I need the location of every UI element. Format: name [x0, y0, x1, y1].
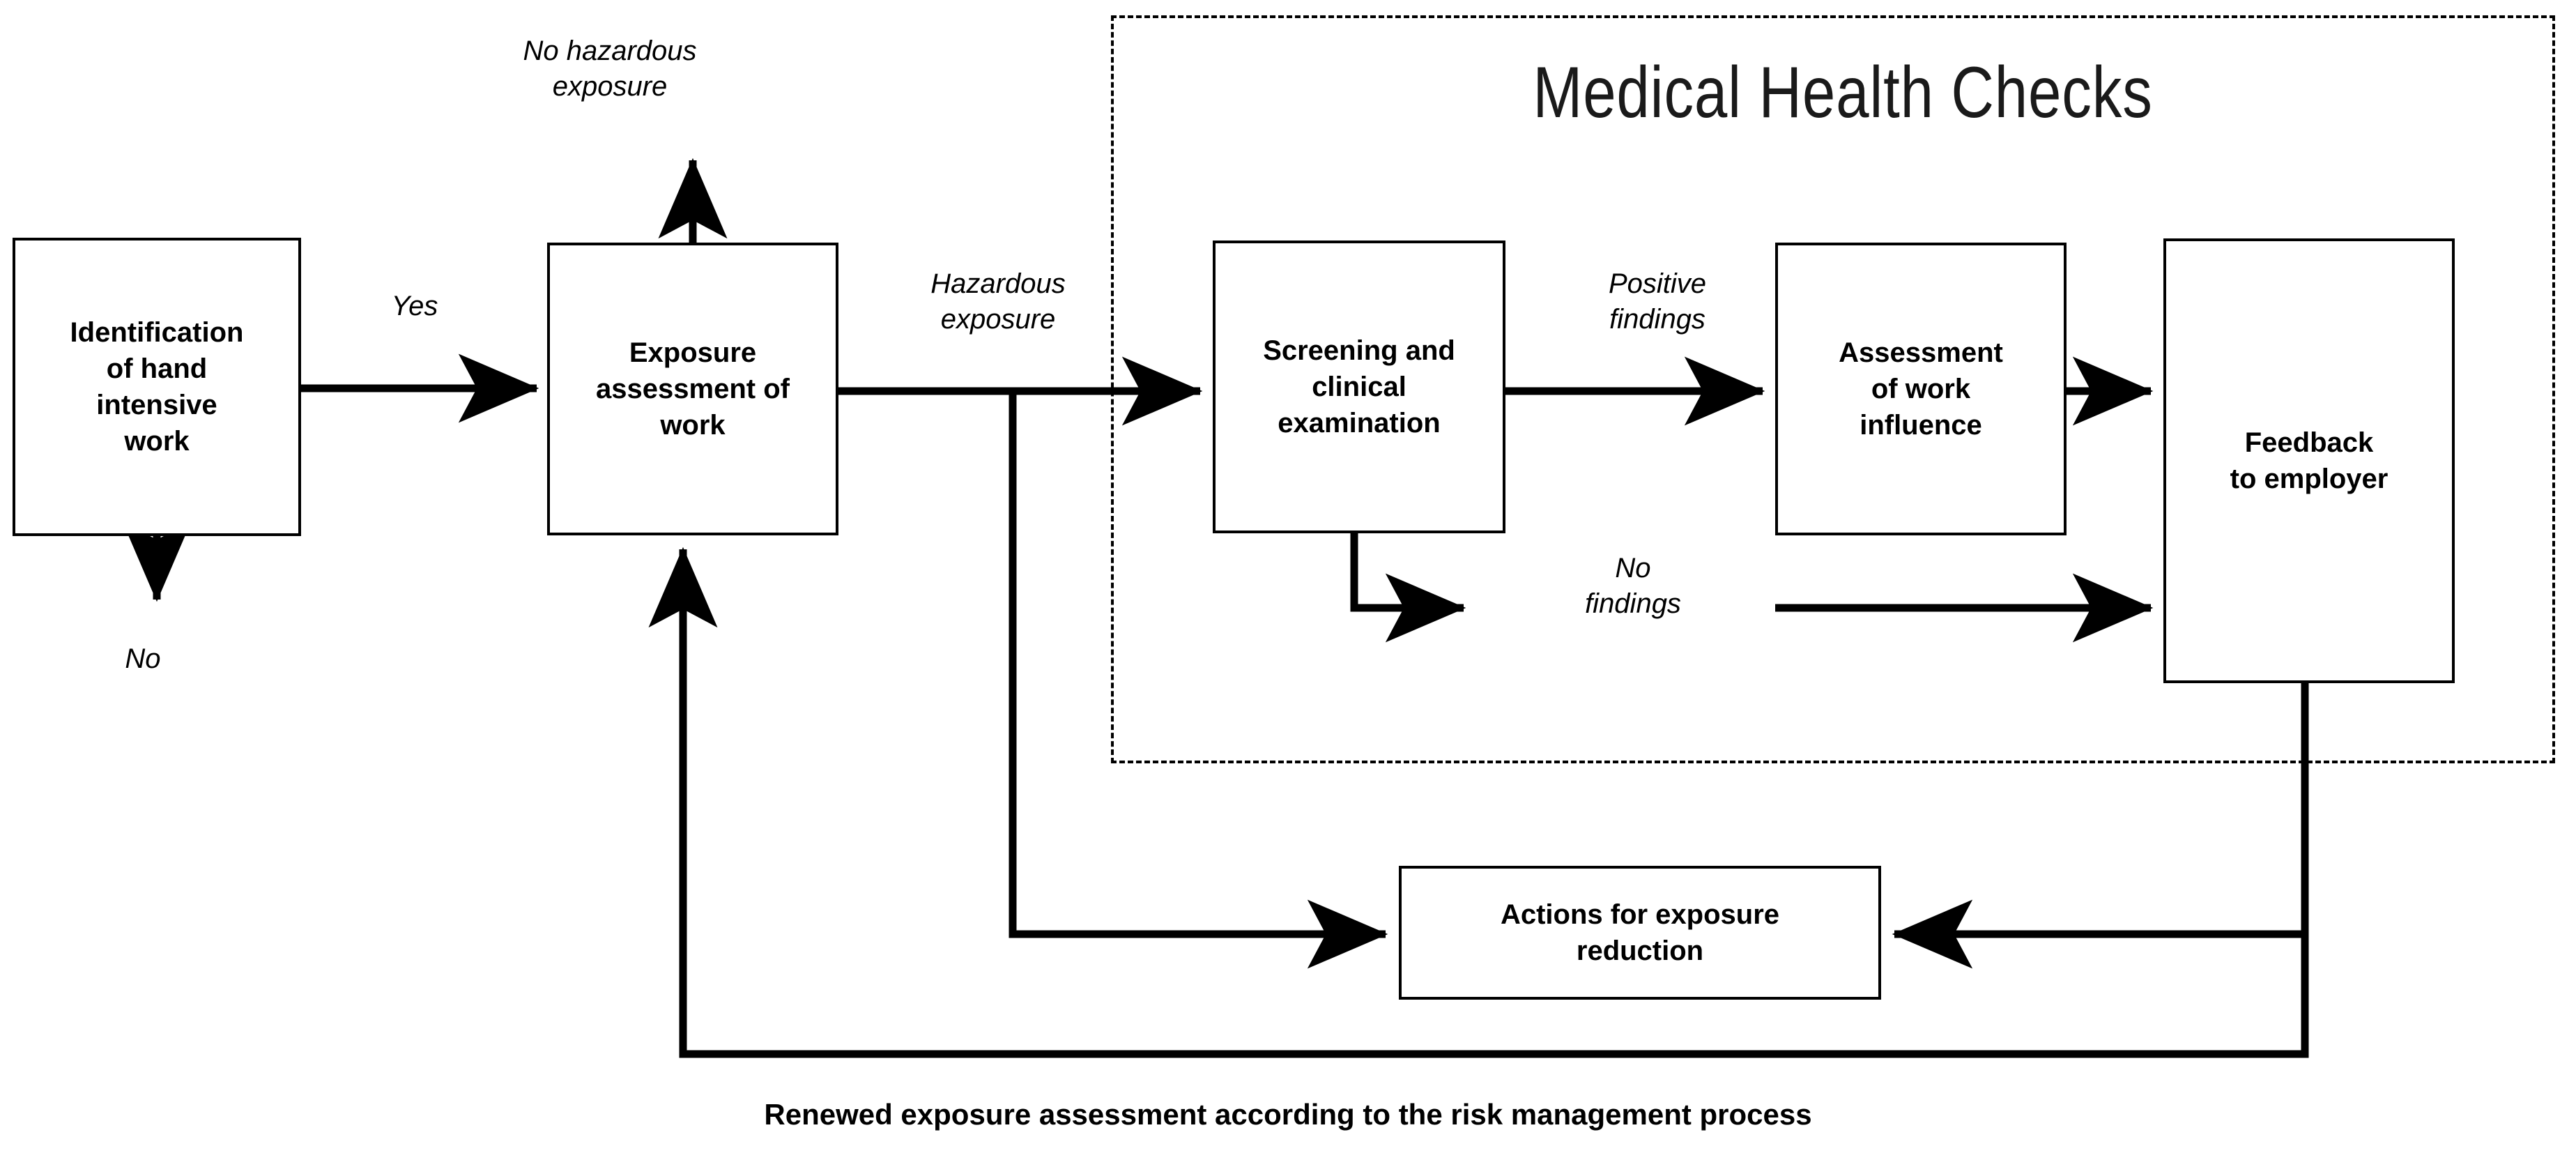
edge-label-no: No [125, 643, 161, 674]
node-feedback-to-employer[interactable]: Feedback to employer [2163, 238, 2455, 683]
edge-hazardous-to-actions [1009, 391, 1388, 969]
node-screening-and-clinical-examination[interactable]: Screening and clinical examination [1213, 241, 1505, 533]
edge-label-positive-findings: Positive findings [1608, 268, 1707, 335]
node-label: Screening and clinical examination [1263, 335, 1455, 438]
edge-label-hazardous-exposure: Hazardous exposure [930, 268, 1066, 335]
medical-health-checks-group-box [1111, 15, 2555, 763]
medical-health-checks-title: Medical Health Checks [1533, 52, 2153, 133]
edge-renewed-assessment-loop [648, 547, 2309, 1058]
node-actions-for-exposure-reduction[interactable]: Actions for exposure reduction [1399, 866, 1881, 1000]
node-identification-of-hand-intensive-work[interactable]: Identification of hand intensive work [13, 238, 301, 536]
node-label: Identification of hand intensive work [70, 317, 244, 457]
edge-label-yes: Yes [391, 291, 438, 321]
renewed-exposure-assessment-caption: Renewed exposure assessment according to… [764, 1098, 1812, 1131]
node-exposure-assessment-of-work[interactable]: Exposure assessment of work [547, 243, 838, 535]
edge-screening-no-findings [1350, 533, 1466, 643]
node-label: Feedback to employer [2230, 427, 2389, 494]
edge-label-no-hazardous-exposure: No hazardous exposure [523, 36, 697, 102]
node-label: Actions for exposure reduction [1500, 899, 1780, 966]
edge-label-no-findings: No findings [1585, 553, 1681, 620]
node-label: Exposure assessment of work [596, 337, 790, 441]
node-assessment-of-work-influence[interactable]: Assessment of work influence [1775, 243, 2067, 535]
node-label: Assessment of work influence [1839, 337, 2003, 441]
